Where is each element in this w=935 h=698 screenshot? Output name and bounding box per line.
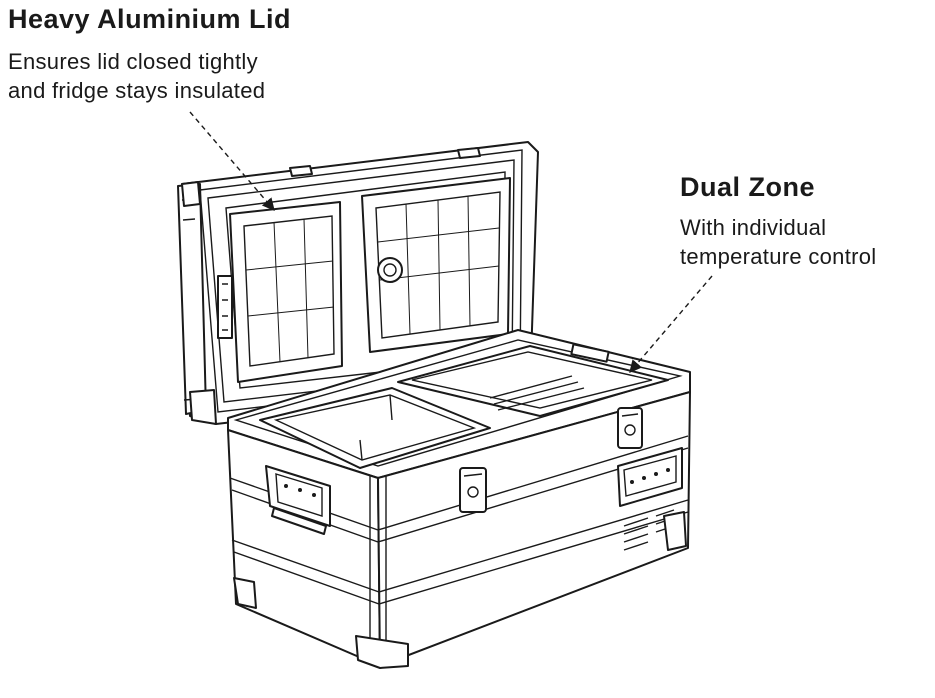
lid-right-panel	[361, 177, 511, 353]
right-compartment	[397, 343, 669, 417]
lid-callout-line-1: Ensures lid closed tightly	[8, 49, 258, 74]
lid-left-latch-plate	[217, 275, 233, 339]
front-latch	[459, 467, 487, 513]
lid-callout-title: Heavy Aluminium Lid	[8, 4, 292, 34]
left-compartment	[259, 387, 491, 469]
fridge-body	[227, 329, 691, 669]
control-panel	[617, 447, 683, 507]
lid-left-panel	[229, 201, 343, 383]
side-vents	[623, 509, 675, 551]
rear-latch	[617, 407, 643, 449]
dual-zone-callout-line-2: temperature control	[680, 244, 877, 269]
lid-callout-line-2: and fridge stays insulated	[8, 78, 266, 103]
dual-zone-callout-leader	[629, 275, 713, 373]
lid-vent-knob-icon	[377, 257, 403, 283]
side-handle	[265, 465, 331, 535]
right-compartment-handle	[570, 343, 610, 363]
dual-zone-callout-line-1: With individual	[680, 215, 827, 240]
lid-callout-leader	[189, 111, 275, 211]
dual-zone-callout-title: Dual Zone	[680, 172, 816, 202]
